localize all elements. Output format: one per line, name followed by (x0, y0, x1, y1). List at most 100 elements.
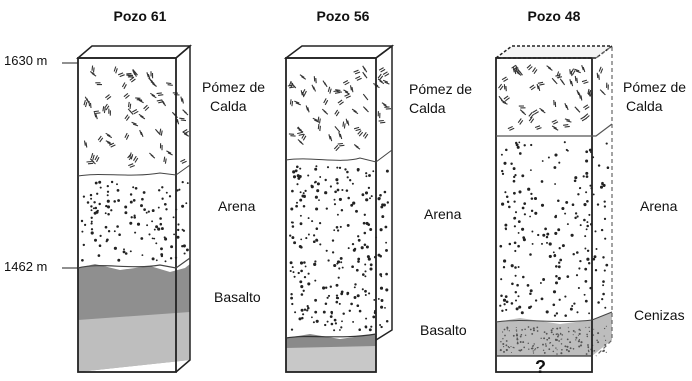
sand-grain (540, 282, 542, 284)
sand-grain (501, 310, 503, 312)
pumice-fragment (328, 87, 331, 94)
sand-grain (598, 164, 600, 166)
sand-grain (554, 153, 557, 156)
sand-grain (514, 266, 517, 269)
sand-grain (503, 303, 505, 305)
layer-label-line: Pómez de (202, 78, 265, 97)
sand-grain (95, 207, 98, 210)
pumice-fragment (382, 103, 388, 108)
pumice-fragment (570, 79, 573, 86)
sand-grain (316, 227, 319, 230)
sand-grain (515, 211, 517, 213)
layer-label-line: Pómez de (623, 78, 686, 97)
sand-grain (583, 219, 586, 222)
ash-grain (516, 329, 517, 330)
pumice-fragment (138, 99, 144, 103)
sand-grain (588, 214, 590, 216)
sand-grain (358, 239, 361, 242)
sand-grain (365, 175, 367, 177)
pumice-fragment (552, 126, 558, 130)
sand-grain (514, 241, 517, 244)
sand-grain (123, 248, 125, 250)
sand-grain (596, 248, 598, 250)
sand-grain (502, 173, 504, 175)
sand-grain (503, 266, 505, 268)
sand-grain (503, 299, 506, 302)
layer-label-pumice-pozo-61: Pómez de Calda (202, 78, 265, 116)
sand-grain (559, 247, 561, 249)
ash-grain (593, 334, 594, 335)
sand-grain (595, 269, 597, 271)
sand-grain (297, 174, 300, 177)
ash-grain (556, 333, 558, 335)
sand-grain (511, 283, 514, 286)
sand-grain (503, 162, 506, 165)
sand-grain (314, 280, 316, 282)
sand-grain (601, 298, 603, 300)
pumice-fragment (582, 80, 588, 83)
pumice-fragment (565, 119, 572, 122)
sand-grain (130, 250, 132, 252)
sand-grain (528, 306, 531, 309)
sand-grain (553, 290, 556, 293)
sand-grain (549, 255, 552, 258)
ash-grain (588, 351, 589, 352)
pumice-fragment (354, 127, 361, 130)
sand-grain (558, 277, 561, 280)
ash-grain (505, 344, 507, 346)
sand-grain (290, 208, 293, 211)
ash-grain (555, 339, 557, 341)
sand-grain (379, 273, 382, 276)
sand-grain (300, 261, 303, 264)
sand-grain (521, 311, 524, 314)
ash-grain (605, 340, 606, 341)
ash-grain (502, 343, 504, 345)
ash-grain (532, 345, 534, 347)
sand-grain (523, 202, 526, 205)
sand-grain (124, 211, 127, 214)
sand-grain (517, 146, 520, 149)
sand-grain (332, 251, 334, 253)
pumice-fragment (314, 76, 316, 83)
sand-grain (182, 229, 184, 231)
sand-grain (81, 231, 83, 233)
sand-grain (356, 269, 359, 272)
sand-grain (500, 278, 502, 280)
sand-grain (594, 255, 597, 258)
sand-grain (91, 209, 93, 211)
sand-grain (130, 193, 132, 195)
sand-grain (574, 217, 576, 219)
ash-grain (557, 336, 559, 338)
ash-grain (550, 342, 551, 343)
sand-grain (107, 185, 109, 187)
sand-grain (515, 300, 517, 302)
sand-grain (379, 255, 382, 258)
layer-label-sand-pozo-56: Arena (424, 205, 461, 224)
pumice-fragment (183, 110, 188, 115)
sand-grain (116, 183, 118, 185)
sand-grain (521, 174, 524, 177)
sand-grain (339, 329, 341, 331)
sand-grain (572, 203, 575, 206)
sand-grain (385, 226, 388, 229)
sand-grain (587, 250, 589, 252)
ash-grain (587, 346, 589, 348)
sand-grain (349, 310, 351, 312)
sand-grain (311, 185, 314, 188)
sand-grain (299, 168, 301, 170)
sand-grain (518, 232, 520, 234)
sand-grain (305, 265, 307, 267)
sand-grain (362, 288, 364, 290)
layer-label-basalt-pozo-61: Basalto (214, 288, 261, 307)
sand-grain (541, 243, 543, 245)
sand-grain (364, 264, 366, 266)
ash-grain (528, 343, 529, 344)
ash-grain (546, 339, 548, 341)
sand-grain (338, 267, 340, 269)
ash-grain (548, 337, 550, 339)
pumice-fragment (140, 130, 143, 137)
ash-grain (578, 345, 580, 347)
sand-grain (373, 299, 375, 301)
sand-grain (364, 232, 367, 235)
sand-grain (316, 189, 319, 192)
